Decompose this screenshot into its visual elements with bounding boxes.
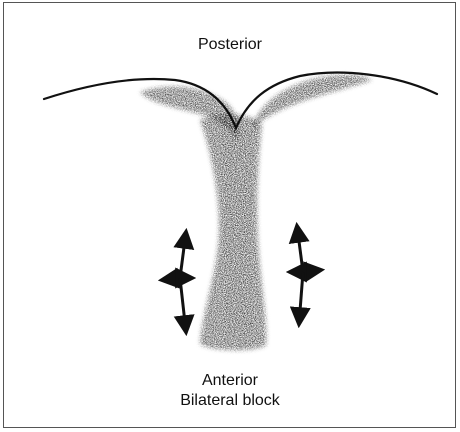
spread-central-column	[200, 114, 266, 350]
left-spread-arrows	[162, 232, 192, 332]
right-spread-arrows	[290, 226, 321, 324]
posterior-label: Posterior	[0, 35, 460, 54]
anterior-label: Anterior	[0, 371, 460, 390]
bilateral-block-label: Bilateral block	[0, 391, 460, 410]
